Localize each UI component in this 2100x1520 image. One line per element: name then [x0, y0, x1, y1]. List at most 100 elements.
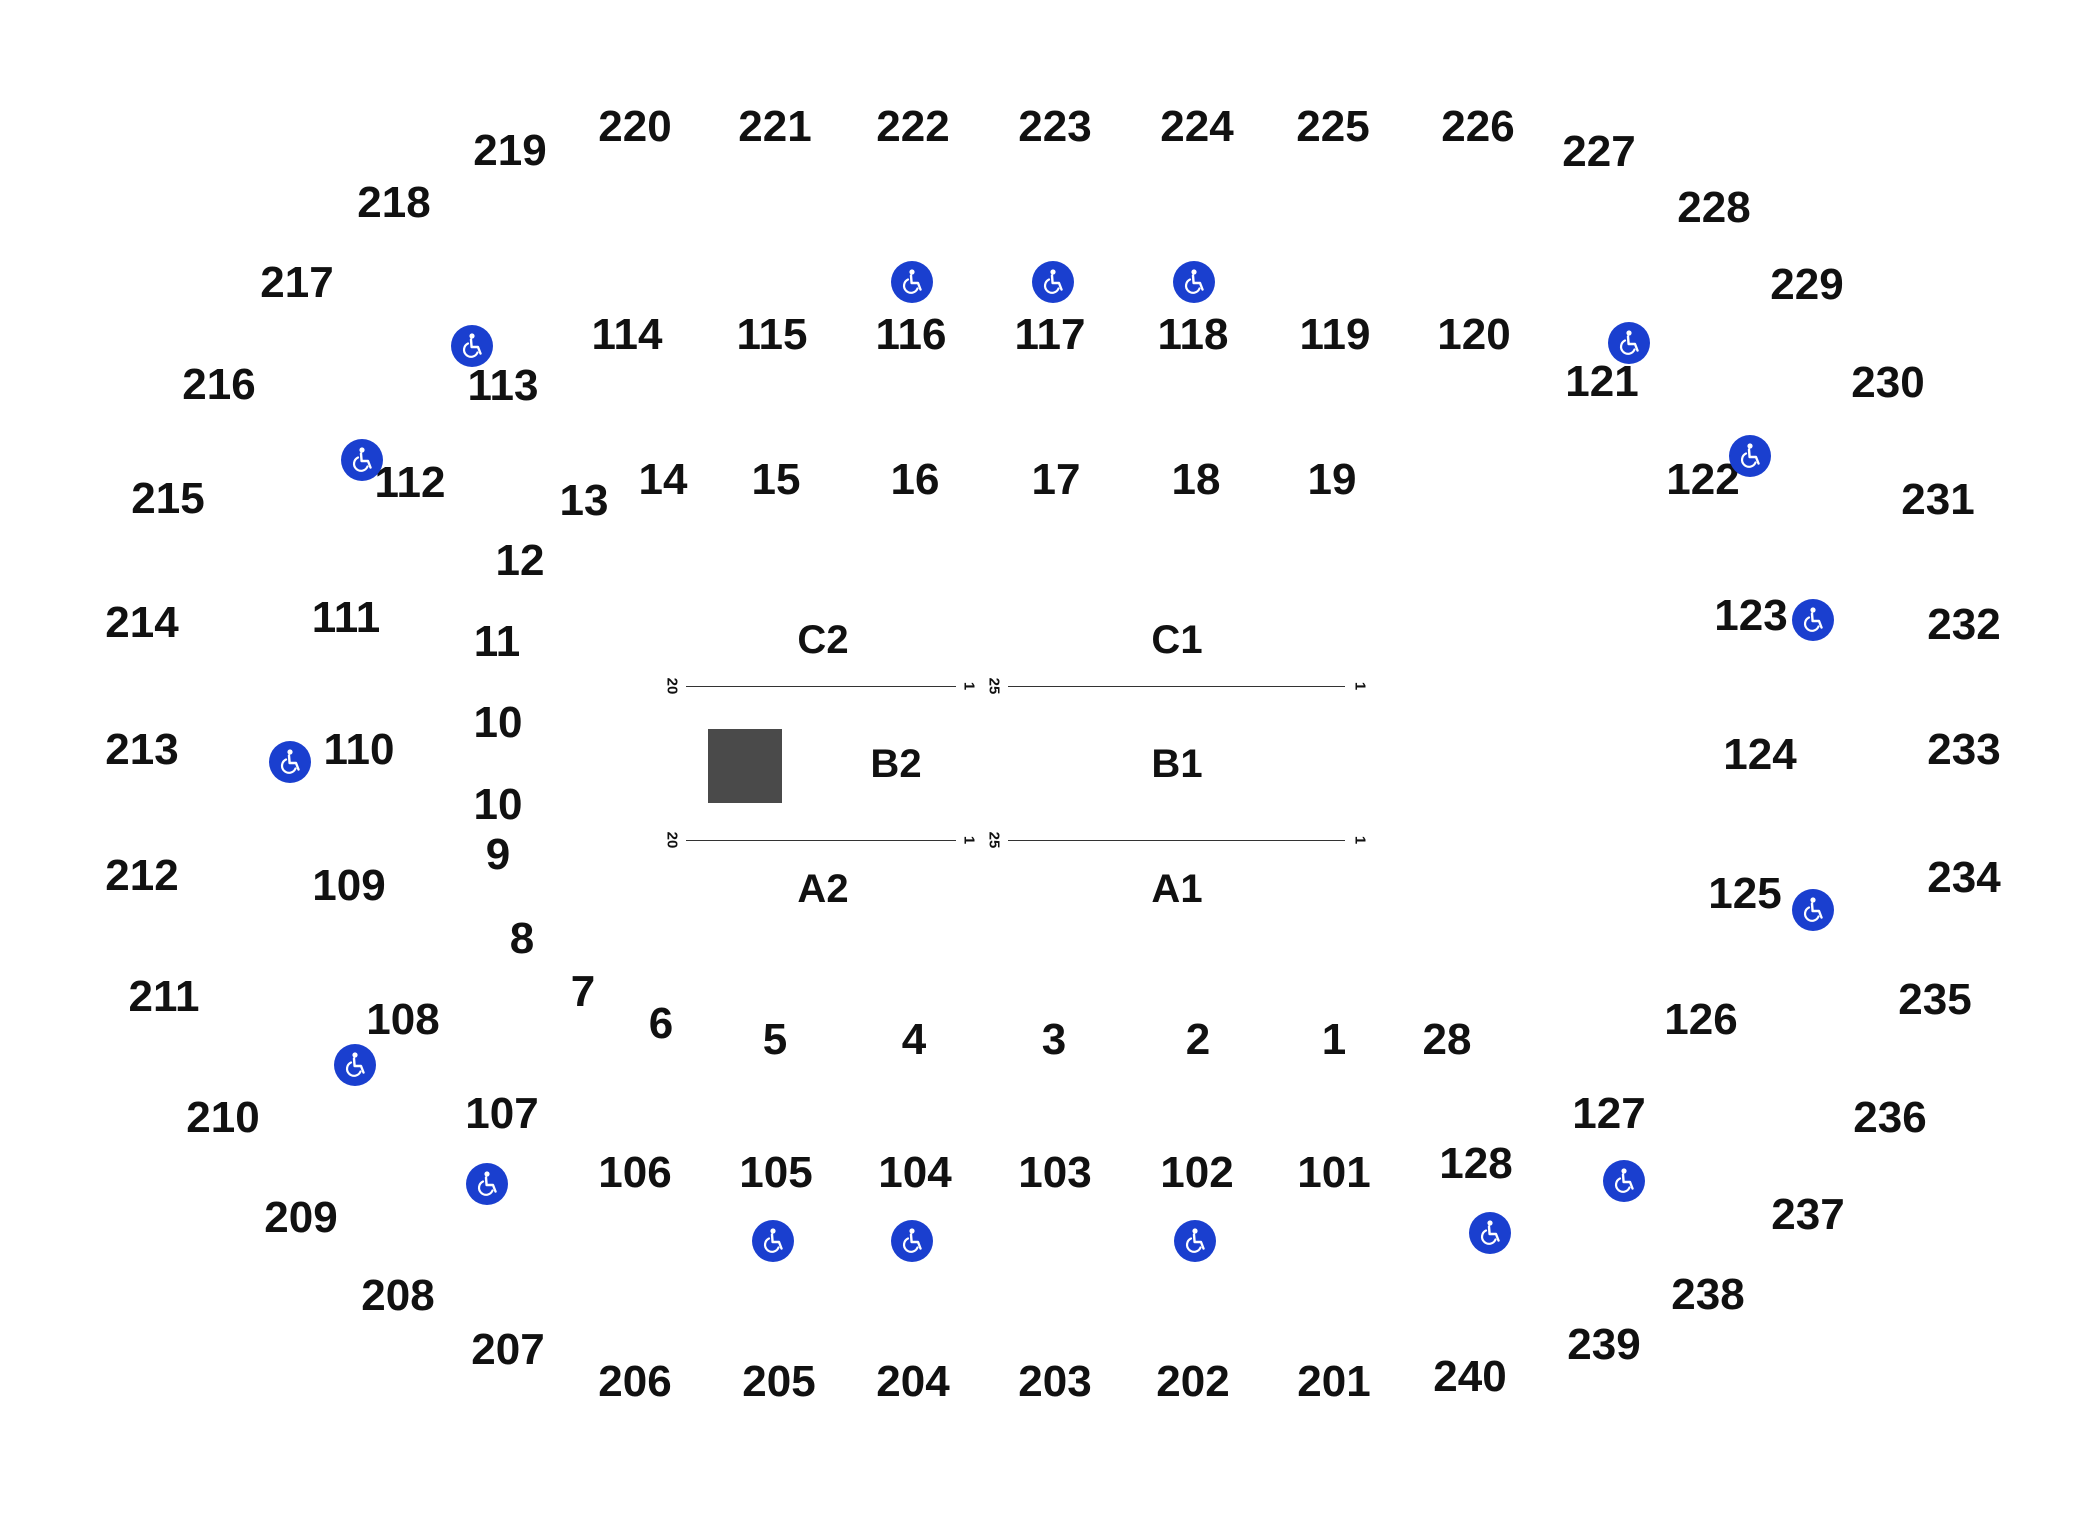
section-201[interactable]: 201 [1297, 1357, 1371, 1406]
wheelchair-icon [466, 1163, 508, 1205]
section-206[interactable]: 206 [598, 1357, 672, 1406]
section-10-lower[interactable]: 10 [473, 780, 523, 829]
section-126[interactable]: 126 [1664, 995, 1738, 1044]
section-14[interactable]: 14 [638, 455, 688, 504]
section-117[interactable]: 117 [1014, 310, 1086, 359]
row-number: 25 [985, 677, 1003, 695]
section-11[interactable]: 11 [473, 617, 521, 666]
section-209[interactable]: 209 [264, 1193, 338, 1242]
section-223[interactable]: 223 [1018, 102, 1092, 151]
section-121[interactable]: 121 [1565, 357, 1639, 406]
section-8[interactable]: 8 [509, 914, 535, 963]
section-4[interactable]: 4 [901, 1015, 927, 1064]
section-234[interactable]: 234 [1927, 853, 2001, 902]
section-7[interactable]: 7 [570, 967, 596, 1016]
section-112[interactable]: 112 [374, 458, 446, 507]
section-109[interactable]: 109 [312, 861, 386, 910]
section-125[interactable]: 125 [1708, 869, 1782, 918]
section-10-upper[interactable]: 10 [473, 698, 523, 747]
section-c1[interactable]: C1 [1151, 618, 1203, 662]
section-110[interactable]: 110 [323, 725, 395, 774]
section-230[interactable]: 230 [1851, 358, 1925, 407]
section-b1[interactable]: B1 [1151, 742, 1203, 786]
section-217[interactable]: 217 [260, 258, 334, 307]
section-225[interactable]: 225 [1296, 102, 1370, 151]
section-240[interactable]: 240 [1433, 1352, 1507, 1401]
section-238[interactable]: 238 [1671, 1270, 1745, 1319]
section-28[interactable]: 28 [1422, 1015, 1472, 1064]
section-5[interactable]: 5 [762, 1015, 788, 1064]
section-2[interactable]: 2 [1185, 1015, 1211, 1064]
section-a1[interactable]: A1 [1151, 867, 1203, 911]
section-203[interactable]: 203 [1018, 1357, 1092, 1406]
section-108[interactable]: 108 [366, 995, 440, 1044]
section-13[interactable]: 13 [559, 476, 609, 525]
section-a2[interactable]: A2 [797, 867, 849, 911]
section-211[interactable]: 211 [128, 972, 200, 1021]
section-120[interactable]: 120 [1437, 310, 1511, 359]
section-207[interactable]: 207 [471, 1325, 545, 1374]
section-116[interactable]: 116 [875, 310, 947, 359]
section-114[interactable]: 114 [591, 310, 663, 359]
section-123[interactable]: 123 [1714, 591, 1788, 640]
section-236[interactable]: 236 [1853, 1093, 1927, 1142]
section-229[interactable]: 229 [1770, 260, 1844, 309]
section-124[interactable]: 124 [1723, 730, 1797, 779]
section-228[interactable]: 228 [1677, 183, 1751, 232]
section-115[interactable]: 115 [736, 310, 808, 359]
section-219[interactable]: 219 [473, 126, 547, 175]
section-1[interactable]: 1 [1321, 1015, 1347, 1064]
section-106[interactable]: 106 [598, 1148, 672, 1197]
section-105[interactable]: 105 [739, 1148, 813, 1197]
section-118[interactable]: 118 [1157, 310, 1229, 359]
section-231[interactable]: 231 [1901, 475, 1975, 524]
section-220[interactable]: 220 [598, 102, 672, 151]
section-19[interactable]: 19 [1307, 455, 1357, 504]
section-128[interactable]: 128 [1439, 1139, 1513, 1188]
section-9[interactable]: 9 [485, 830, 511, 879]
section-232[interactable]: 232 [1927, 600, 2001, 649]
row-number: 1 [1351, 681, 1369, 691]
section-216[interactable]: 216 [182, 360, 256, 409]
row-number: 25 [985, 831, 1003, 849]
section-122[interactable]: 122 [1666, 455, 1740, 504]
section-3[interactable]: 3 [1041, 1015, 1067, 1064]
section-6[interactable]: 6 [648, 999, 674, 1048]
section-101[interactable]: 101 [1297, 1148, 1371, 1197]
section-107[interactable]: 107 [465, 1089, 539, 1138]
section-218[interactable]: 218 [357, 178, 431, 227]
section-119[interactable]: 119 [1299, 310, 1371, 359]
section-111[interactable]: 111 [311, 593, 381, 642]
section-127[interactable]: 127 [1572, 1089, 1646, 1138]
section-221[interactable]: 221 [738, 102, 812, 151]
section-104[interactable]: 104 [878, 1148, 952, 1197]
section-239[interactable]: 239 [1567, 1320, 1641, 1369]
section-b2[interactable]: B2 [870, 742, 922, 786]
section-12[interactable]: 12 [495, 536, 545, 585]
wheelchair-icon [1032, 261, 1074, 303]
section-213[interactable]: 213 [105, 725, 179, 774]
section-18[interactable]: 18 [1171, 455, 1221, 504]
section-202[interactable]: 202 [1156, 1357, 1230, 1406]
section-102[interactable]: 102 [1160, 1148, 1234, 1197]
section-214[interactable]: 214 [105, 598, 179, 647]
section-212[interactable]: 212 [105, 851, 179, 900]
section-226[interactable]: 226 [1441, 102, 1515, 151]
section-205[interactable]: 205 [742, 1357, 816, 1406]
section-222[interactable]: 222 [876, 102, 950, 151]
section-16[interactable]: 16 [890, 455, 940, 504]
section-227[interactable]: 227 [1562, 127, 1636, 176]
section-103[interactable]: 103 [1018, 1148, 1092, 1197]
section-224[interactable]: 224 [1160, 102, 1234, 151]
section-233[interactable]: 233 [1927, 725, 2001, 774]
section-210[interactable]: 210 [186, 1093, 260, 1142]
section-204[interactable]: 204 [876, 1357, 950, 1406]
section-235[interactable]: 235 [1898, 975, 1972, 1024]
section-17[interactable]: 17 [1031, 455, 1081, 504]
section-15[interactable]: 15 [751, 455, 801, 504]
section-215[interactable]: 215 [131, 474, 205, 523]
section-237[interactable]: 237 [1771, 1190, 1845, 1239]
section-113[interactable]: 113 [467, 361, 539, 410]
section-208[interactable]: 208 [361, 1271, 435, 1320]
section-c2[interactable]: C2 [797, 618, 849, 662]
